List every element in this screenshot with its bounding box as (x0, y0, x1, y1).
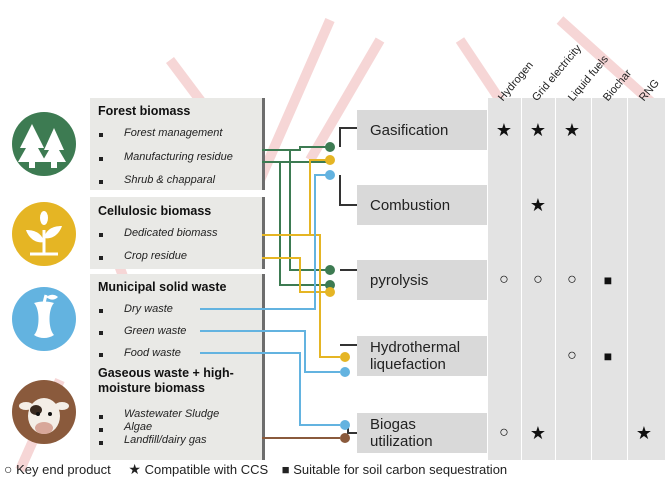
source-box-msw (90, 274, 265, 362)
star-icon: ★ (495, 120, 513, 140)
process-label: Biogas utilization (370, 416, 433, 450)
source-item: Dedicated biomass (124, 227, 218, 239)
bullet (99, 180, 103, 184)
source-item: Food waste (124, 347, 181, 359)
process-label: Gasification (370, 121, 449, 139)
legend-key-end-product: Key end product (16, 462, 111, 477)
bullet (99, 331, 103, 335)
forest-icon (12, 112, 76, 176)
bullet (99, 133, 103, 137)
source-item: Landfill/dairy gas (124, 434, 207, 446)
star-icon: ★ (635, 423, 653, 443)
source-item: Algae (124, 421, 153, 433)
cow-icon (12, 380, 76, 444)
apple-core-icon (12, 287, 76, 351)
source-item: Forest management (124, 127, 223, 139)
column-divider (487, 98, 488, 460)
sprout-icon (12, 202, 76, 266)
legend-circle-icon: ○ (4, 461, 13, 477)
column-divider (591, 98, 592, 460)
column-divider (521, 98, 522, 460)
source-item: Dry waste (124, 303, 173, 315)
bullet (99, 309, 103, 313)
star-icon: ★ (529, 195, 547, 215)
bullet (99, 441, 103, 445)
bullet (99, 157, 103, 161)
star-icon: ★ (529, 120, 547, 140)
source-title-forest: Forest biomass (98, 104, 191, 118)
source-box-cellulosic (90, 197, 265, 269)
legend: ○ Key end product ★ Compatible with CCS … (4, 461, 507, 478)
source-box-gaseous (90, 362, 265, 460)
process-label: Combustion (370, 196, 451, 214)
process-label: Hydrothermal liquefaction (370, 339, 461, 373)
legend-ccs: Compatible with CCS (144, 462, 269, 477)
source-item: Wastewater Sludge (124, 408, 220, 420)
square-icon: ■ (603, 272, 613, 288)
source-item: Shrub & chapparal (124, 174, 216, 186)
process-label: pyrolysis (370, 271, 429, 289)
source-title-cellulosic: Cellulosic biomass (98, 204, 212, 218)
bullet (99, 233, 103, 237)
legend-star-icon: ★ (128, 461, 141, 477)
bullet (99, 415, 103, 419)
source-item: Manufacturing residue (124, 151, 233, 163)
source-title-msw: Municipal solid waste (98, 280, 227, 294)
circle-icon: ○ (567, 347, 577, 364)
column-divider (555, 98, 556, 460)
source-item: Green waste (124, 325, 187, 337)
source-item: Crop residue (124, 250, 187, 262)
bullet (99, 428, 103, 432)
circle-icon: ○ (499, 271, 509, 288)
legend-square-icon: ■ (281, 462, 290, 477)
square-icon: ■ (603, 348, 613, 364)
circle-icon: ○ (499, 424, 509, 441)
circle-icon: ○ (567, 271, 577, 288)
star-icon: ★ (529, 423, 547, 443)
column-divider (627, 98, 628, 460)
bullet (99, 256, 103, 260)
source-box-forest (90, 98, 265, 190)
star-icon: ★ (563, 120, 581, 140)
matrix-background (487, 98, 665, 460)
bullet (99, 353, 103, 357)
source-title-gaseous: Gaseous waste + high-moisture biomass (98, 366, 234, 395)
circle-icon: ○ (533, 271, 543, 288)
legend-soil: Suitable for soil carbon sequestration (293, 462, 508, 477)
